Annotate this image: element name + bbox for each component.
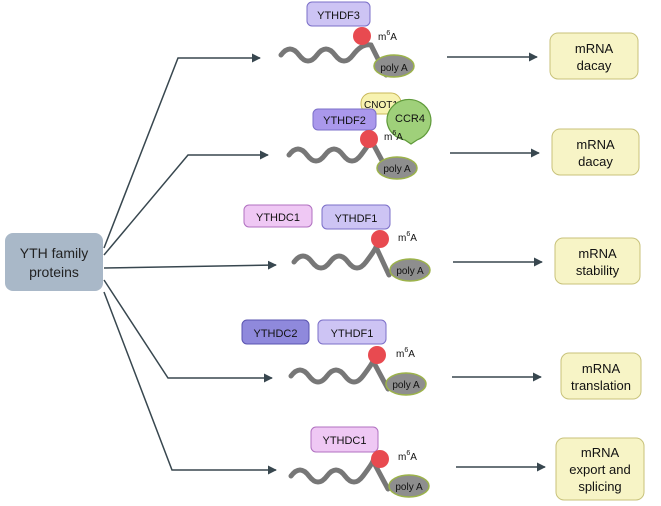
outcome-line2: stability — [576, 263, 620, 278]
m6a-dot — [368, 346, 386, 364]
row-1: poly A YTHDF3 m6A mRNA dacay — [278, 1, 639, 80]
polya-label: poly A — [396, 266, 424, 277]
outcome-line1: mRNA — [581, 445, 620, 460]
polya-label: poly A — [395, 482, 423, 493]
m6a-dot — [371, 230, 389, 248]
protein-ccr4-label: CCR4 — [395, 113, 425, 125]
outcome-box — [551, 128, 640, 176]
polya-label: poly A — [380, 63, 408, 74]
protein-ythdc2 — [241, 319, 310, 345]
branch-1 — [103, 53, 261, 249]
m6a-label: m6A — [384, 130, 403, 143]
source-label-line2: proteins — [29, 264, 79, 280]
mrna-strand — [288, 354, 391, 392]
row-2: poly A CNOT1 CCR4 YTHDF2 m6A mRNA dacay — [286, 92, 640, 180]
m6a-label: m6A — [398, 450, 417, 463]
protein-ythdc1-label: YTHDC1 — [256, 212, 300, 224]
outcome-line2: dacay — [578, 154, 613, 169]
mrna-strand — [288, 454, 391, 492]
branch-4 — [103, 279, 273, 383]
protein-ythdf1 — [321, 204, 391, 230]
polya-label: poly A — [383, 164, 411, 175]
source-box — [5, 233, 103, 291]
polya-tail — [389, 258, 431, 282]
branch-5 — [103, 291, 277, 475]
outcome-line1: mRNA — [576, 137, 615, 152]
branch-3 — [103, 260, 277, 270]
protein-ythdf3 — [306, 1, 371, 27]
protein-ythdf1-label: YTHDF1 — [331, 328, 374, 340]
m6a-dot — [360, 130, 378, 148]
outcome-line2: export and — [569, 462, 630, 477]
outcome-line1: mRNA — [578, 246, 617, 261]
m6a-label: m6A — [396, 347, 415, 360]
protein-ythdf2-label: YTHDF2 — [323, 115, 366, 127]
source-label-line1: YTH family — [20, 245, 88, 261]
mrna-strand — [286, 133, 389, 171]
polya-tail — [373, 54, 415, 78]
row-4: poly A YTHDC2 YTHDF1 m6A mRNA translatio… — [241, 319, 642, 400]
mrna-strand — [278, 42, 389, 78]
m6a-label: m6A — [398, 231, 417, 244]
outcome-box — [560, 352, 642, 400]
outcome-box — [549, 32, 639, 80]
branch-connectors — [103, 53, 277, 475]
row-5: poly A YTHDC1 m6A mRNA export and splici… — [288, 426, 645, 501]
m6a-dot — [371, 450, 389, 468]
protein-ythdc1 — [310, 426, 379, 453]
polya-tail — [388, 474, 430, 498]
polya-tail — [385, 372, 427, 396]
outcome-box — [554, 237, 641, 285]
source-node: YTH family proteins — [5, 233, 103, 291]
mrna-strand — [291, 240, 392, 278]
protein-ythdc2-label: YTHDC2 — [253, 328, 297, 340]
row-3: poly A YTHDC1 YTHDF1 m6A mRNA stability — [243, 204, 641, 285]
protein-ythdf3-label: YTHDF3 — [317, 10, 360, 22]
m6a-label: m6A — [378, 30, 397, 43]
branch-2 — [103, 150, 269, 256]
outcome-line1: mRNA — [575, 41, 614, 56]
outcome-line2: dacay — [577, 58, 612, 73]
protein-ythdf1-label: YTHDF1 — [335, 213, 378, 225]
outcome-line1: mRNA — [582, 361, 621, 376]
protein-cnot1-label: CNOT1 — [364, 100, 398, 111]
polya-tail — [376, 156, 418, 180]
protein-ythdc1 — [243, 204, 313, 228]
protein-ythdc1-label: YTHDC1 — [322, 435, 366, 447]
polya-label: poly A — [392, 380, 420, 391]
outcome-box — [555, 437, 645, 501]
protein-ythdf2 — [312, 108, 377, 131]
outcome-line2: translation — [571, 378, 631, 393]
outcome-line3: splicing — [578, 479, 621, 494]
m6a-dot — [353, 27, 371, 45]
protein-ythdf1 — [317, 319, 387, 345]
protein-ccr4 — [386, 98, 432, 145]
